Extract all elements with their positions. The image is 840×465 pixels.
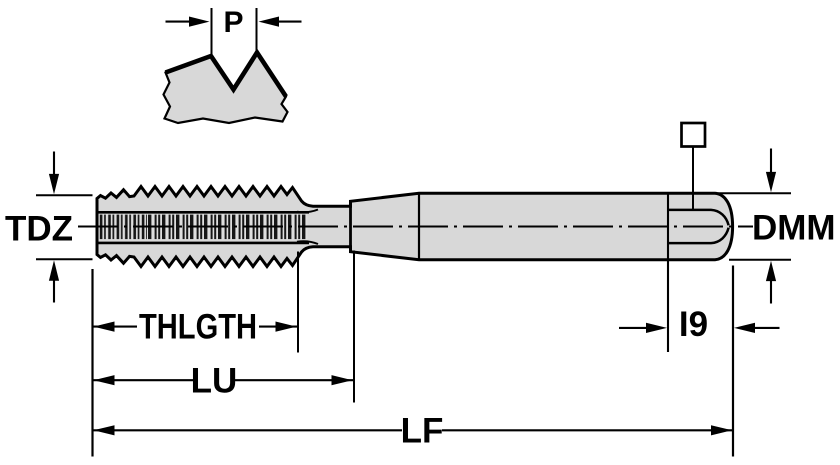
arrowhead — [765, 260, 777, 282]
thread-profile-shape — [162, 50, 289, 125]
arrowhead — [275, 321, 297, 332]
dimension-lu: LU — [93, 362, 353, 401]
arrowhead — [646, 322, 667, 333]
square-length-label: I9 — [679, 305, 708, 344]
dimension-dmm: DMM — [718, 148, 836, 304]
arrowhead — [765, 171, 777, 193]
shank-diameter-label: DMM — [752, 209, 836, 248]
thread-length-label: THLGTH — [139, 308, 257, 347]
pitch-label: P — [223, 6, 243, 39]
thread-diameter-label: TDZ — [5, 210, 73, 249]
tap-body — [78, 121, 753, 352]
arrowhead — [93, 425, 115, 436]
arrowhead — [93, 321, 115, 332]
thread-profile-detail: P — [162, 6, 302, 125]
arrowhead — [189, 16, 210, 27]
overall-length-label: LF — [401, 412, 444, 451]
arrowhead — [48, 260, 60, 281]
dimension-thlgth: THLGTH — [93, 308, 297, 347]
arrowhead — [734, 322, 755, 333]
dimension-i9: I9 — [619, 305, 780, 344]
square-symbol — [680, 121, 707, 211]
usable-length-label: LU — [191, 362, 238, 401]
dimension-lf: LF — [93, 412, 732, 451]
arrowhead — [48, 173, 60, 195]
square-section-symbol — [680, 121, 707, 148]
thread-flank-edges — [164, 48, 288, 98]
pitch-dimension: P — [165, 6, 302, 57]
square-end — [666, 194, 730, 352]
arrowhead — [258, 16, 279, 27]
arrowhead — [93, 375, 115, 386]
arrowhead — [711, 425, 732, 436]
dimension-tdz: TDZ — [5, 151, 93, 303]
arrowhead — [331, 375, 353, 386]
